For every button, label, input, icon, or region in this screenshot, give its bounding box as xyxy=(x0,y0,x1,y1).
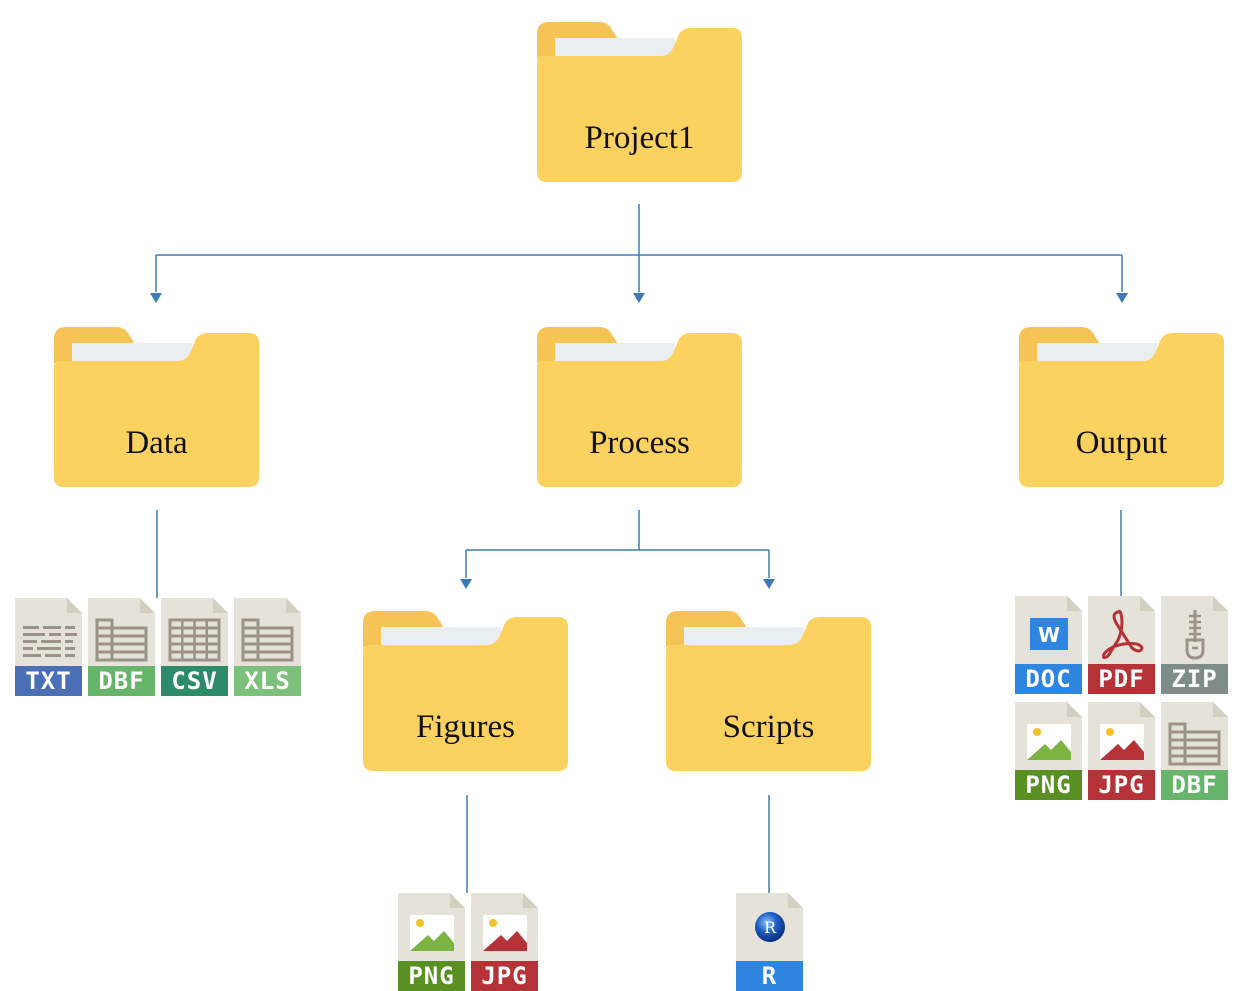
folder-icon xyxy=(54,327,259,487)
folder-label: Data xyxy=(125,425,188,461)
folder-process[interactable]: Process xyxy=(537,327,742,487)
folder-label: Scripts xyxy=(722,709,815,745)
file-extension-label: CSV xyxy=(161,666,228,696)
file-dbf[interactable]: DBF xyxy=(1161,702,1228,800)
file-extension-label: TXT xyxy=(15,666,82,696)
folder-label: Project1 xyxy=(584,120,695,156)
file-doc[interactable]: W DOC xyxy=(1015,596,1082,694)
arrow-to-data-icon xyxy=(150,293,162,303)
file-extension-label: JPG xyxy=(471,961,538,991)
folder-icon xyxy=(363,611,568,771)
file-txt[interactable]: TXT xyxy=(15,598,82,696)
file-extension-label: PNG xyxy=(1015,770,1082,800)
file-extension-label: DBF xyxy=(1161,770,1228,800)
file-extension-label: DBF xyxy=(88,666,155,696)
folder-project1[interactable]: Project1 xyxy=(537,22,742,182)
file-png[interactable]: PNG xyxy=(1015,702,1082,800)
folder-icon xyxy=(537,327,742,487)
file-png[interactable]: PNG xyxy=(398,893,465,991)
file-extension-label: R xyxy=(736,961,803,991)
file-pdf[interactable]: PDF xyxy=(1088,596,1155,694)
folder-label: Figures xyxy=(416,709,515,745)
file-dbf[interactable]: DBF xyxy=(88,598,155,696)
file-extension-label: ZIP xyxy=(1161,664,1228,694)
folder-icon xyxy=(1019,327,1224,487)
file-extension-label: PNG xyxy=(398,961,465,991)
folder-label: Process xyxy=(589,425,690,461)
svg-text:W: W xyxy=(1038,623,1060,647)
arrow-to-output-icon xyxy=(1116,293,1128,303)
arrow-to-process-icon xyxy=(633,293,645,303)
arrow-to-scripts-icon xyxy=(763,579,775,589)
file-csv[interactable]: CSV xyxy=(161,598,228,696)
file-extension-label: PDF xyxy=(1088,664,1155,694)
file-extension-label: DOC xyxy=(1015,664,1082,694)
folder-icon xyxy=(666,611,871,771)
folder-figures[interactable]: Figures xyxy=(363,611,568,771)
file-extension-label: JPG xyxy=(1088,770,1155,800)
file-zip[interactable]: ZIP xyxy=(1161,596,1228,694)
file-jpg[interactable]: JPG xyxy=(1088,702,1155,800)
file-xls[interactable]: XLS xyxy=(234,598,301,696)
folder-label: Output xyxy=(1075,425,1168,461)
folder-icon xyxy=(537,22,742,182)
file-jpg[interactable]: JPG xyxy=(471,893,538,991)
arrow-to-figures-icon xyxy=(460,579,472,589)
file-extension-label: XLS xyxy=(234,666,301,696)
folder-data[interactable]: Data xyxy=(54,327,259,487)
svg-text:R: R xyxy=(764,918,777,937)
folder-scripts[interactable]: Scripts xyxy=(666,611,871,771)
folder-output[interactable]: Output xyxy=(1019,327,1224,487)
